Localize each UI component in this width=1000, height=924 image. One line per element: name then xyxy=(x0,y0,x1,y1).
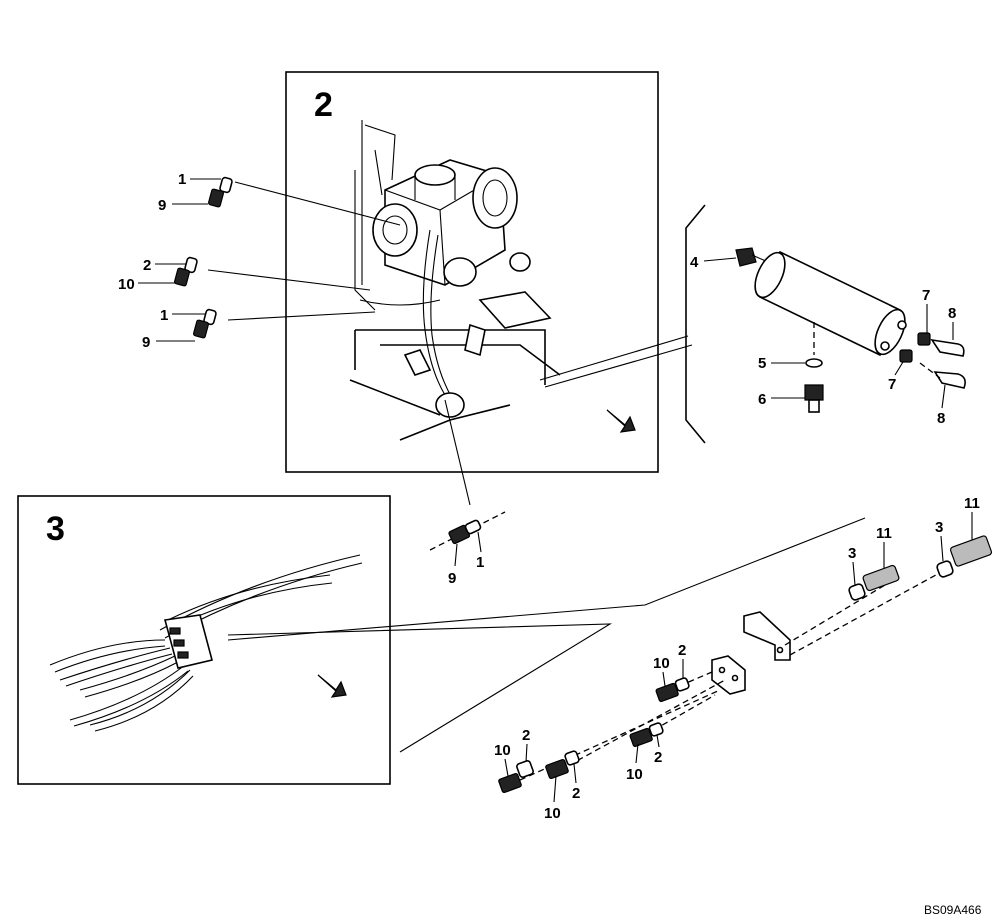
valve-assembly-illustration xyxy=(349,120,636,441)
callout-9-mid: 9 xyxy=(142,334,150,351)
callout-10-lower-left: 10 xyxy=(494,742,511,759)
inset-2-number: 2 xyxy=(314,86,333,124)
callout-1-top: 1 xyxy=(178,171,186,188)
callout-1-mid: 1 xyxy=(160,307,168,324)
callout-1-center: 1 xyxy=(476,554,484,571)
callout-7-bottom: 7 xyxy=(888,376,896,393)
direction-arrow-icon xyxy=(606,409,636,433)
inset-3-number: 3 xyxy=(46,510,65,548)
inset-3-frame: 3 xyxy=(17,495,391,785)
inset-3-leaders xyxy=(227,517,866,753)
inset-2-frame: 2 xyxy=(285,71,659,473)
callout-3-left: 3 xyxy=(848,545,856,562)
fitting-group-left: 1 9 2 10 1 9 xyxy=(118,171,233,351)
callout-11-left: 11 xyxy=(876,525,892,542)
callout-10-lower-center: 10 xyxy=(544,805,561,822)
callout-6: 6 xyxy=(758,391,766,408)
fitting-group-right: 3 11 3 11 xyxy=(743,495,993,661)
inset-2-leaders xyxy=(207,181,693,506)
drawing-code: BS09A466 xyxy=(924,903,982,917)
callout-2-mid: 2 xyxy=(654,749,662,766)
callout-9-top: 9 xyxy=(158,197,166,214)
callout-9-center: 9 xyxy=(448,570,456,587)
callout-11-right: 11 xyxy=(964,495,980,512)
callout-3-right: 3 xyxy=(935,519,943,536)
fitting-group-bottom: 10 2 10 2 10 2 10 2 xyxy=(494,642,746,822)
callout-2-left: 2 xyxy=(143,257,151,274)
callout-10-left: 10 xyxy=(118,276,135,293)
callout-5: 5 xyxy=(758,355,766,372)
callout-8-top: 8 xyxy=(948,305,956,322)
direction-arrow-icon xyxy=(317,674,347,698)
callout-8-bottom: 8 xyxy=(937,410,945,427)
hose-bundle-illustration xyxy=(49,554,363,732)
callout-7-top: 7 xyxy=(922,287,930,304)
accumulator-group: 4 5 6 7 8 7 8 xyxy=(685,204,966,444)
callout-2-lower-center: 2 xyxy=(572,785,580,802)
callout-4: 4 xyxy=(690,254,699,271)
callout-10-upper: 10 xyxy=(653,655,670,672)
callout-10-mid: 10 xyxy=(626,766,643,783)
fitting-group-center: 9 1 xyxy=(429,511,506,587)
callout-2-lower-left: 2 xyxy=(522,727,530,744)
callout-2-upper: 2 xyxy=(678,642,686,659)
